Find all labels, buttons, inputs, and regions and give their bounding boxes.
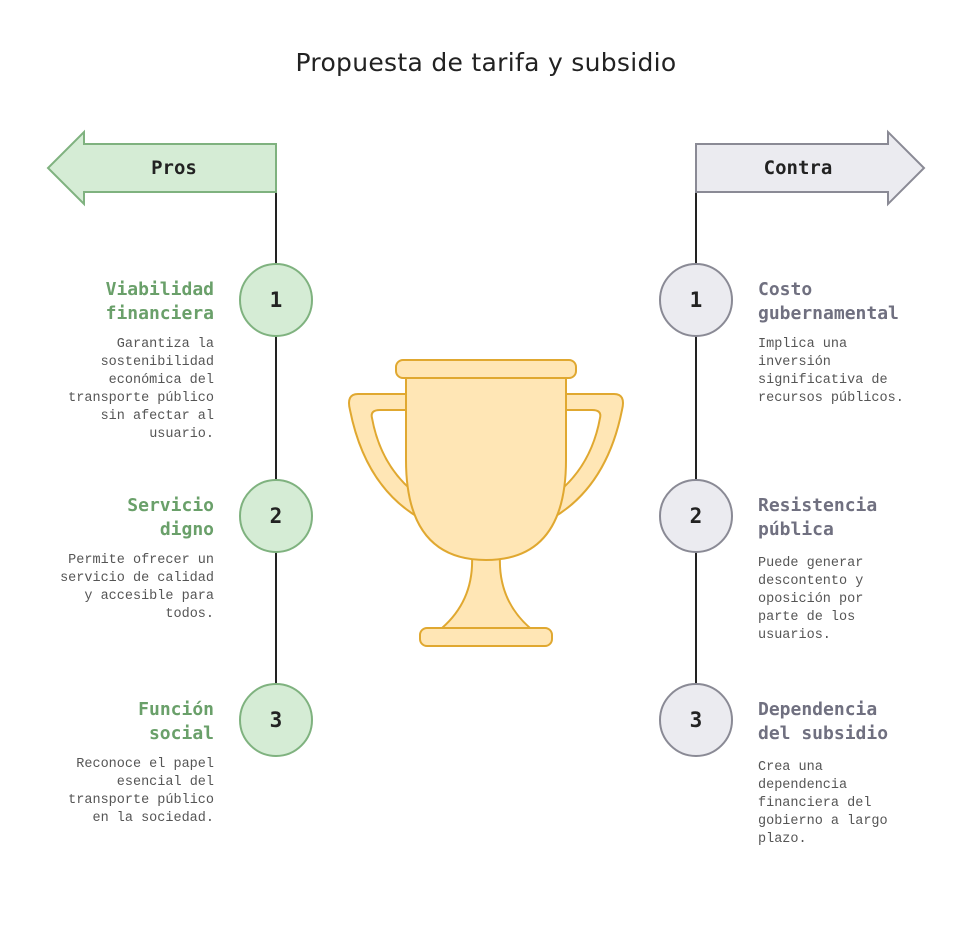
pros-node-1-number: 1 xyxy=(269,288,283,312)
pros-node-2-number: 2 xyxy=(269,504,283,528)
contra-node-3-number: 3 xyxy=(689,708,703,732)
contra-node-1-number: 1 xyxy=(689,288,703,312)
trophy-icon xyxy=(348,359,624,647)
contra-item-2-title: Resistencia pública xyxy=(758,495,878,540)
contra-item-2-description: Puede generar descontento y oposición po… xyxy=(758,556,864,643)
pros-item-1-description: Garantiza la sostenibilidad económica de… xyxy=(68,337,214,442)
pros-item-1-title: Viabilidad financiera xyxy=(105,279,214,324)
pros-item-3-title: Función social xyxy=(138,699,214,744)
pros-node-3-number: 3 xyxy=(269,708,283,732)
pros-header-label: Pros xyxy=(151,157,197,179)
contra-item-3-description: Crea una dependencia financiera del gobi… xyxy=(758,760,888,847)
pros-item-2-description: Permite ofrecer un servicio de calidad y… xyxy=(60,553,214,622)
contra-item-1-description: Implica una inversión significativa de r… xyxy=(758,337,904,406)
contra-arrow xyxy=(695,129,926,207)
contra-node-2-number: 2 xyxy=(689,504,703,528)
pros-item-3-description: Reconoce el papel esencial del transport… xyxy=(68,757,214,826)
contra-item-3-title: Dependencia del subsidio xyxy=(758,699,889,744)
contra-item-1-title: Costo gubernamental xyxy=(758,279,899,324)
pros-item-2-title: Servicio digno xyxy=(127,495,214,540)
pros-node-1 xyxy=(239,263,313,337)
pros-node-3 xyxy=(239,683,313,757)
contra-node-1 xyxy=(659,263,733,337)
contra-node-2 xyxy=(659,479,733,553)
contra-header-label: Contra xyxy=(763,157,833,179)
contra-node-3 xyxy=(659,683,733,757)
pros-arrow xyxy=(46,129,277,207)
pros-node-2 xyxy=(239,479,313,553)
diagram-title: Propuesta de tarifa y subsidio xyxy=(295,48,677,77)
